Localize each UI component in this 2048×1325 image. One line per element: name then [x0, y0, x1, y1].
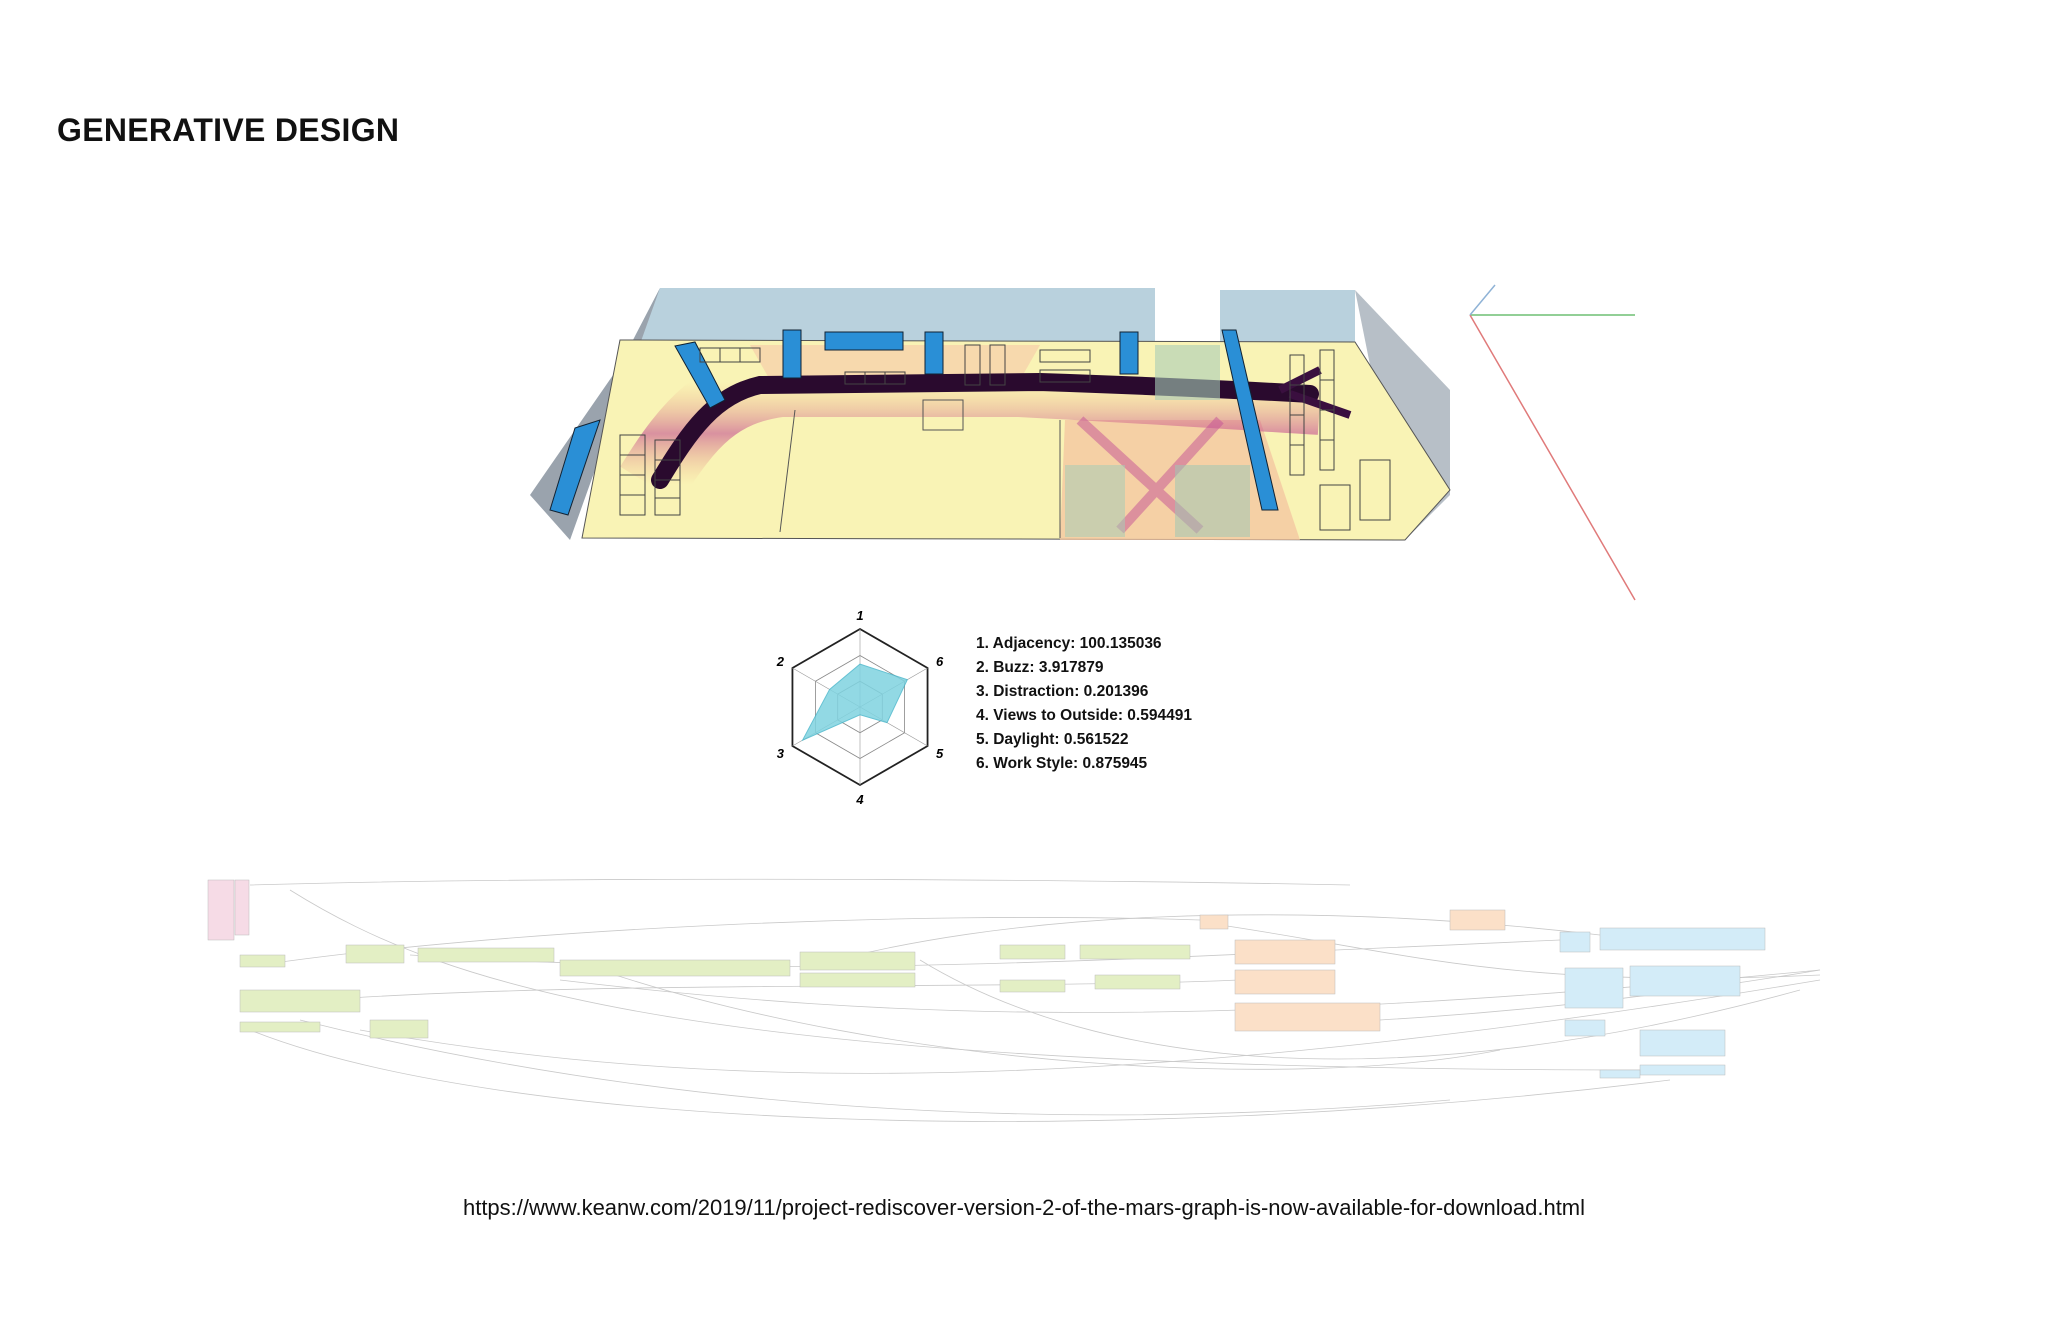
graph-node — [369, 1019, 429, 1039]
graph-wire — [299, 1019, 1451, 1116]
axis-gizmo-blue — [1469, 284, 1496, 316]
graph-node — [799, 972, 916, 988]
graph-node — [999, 979, 1066, 993]
desk-block-1 — [549, 419, 601, 516]
radar-axis-label: 3 — [777, 746, 785, 761]
graph-node — [345, 944, 405, 964]
radar-value-area — [801, 663, 908, 742]
glass-room-2 — [1175, 465, 1250, 537]
graph-wire — [359, 979, 1821, 1074]
graph-wire — [249, 878, 1351, 886]
source-url: https://www.keanw.com/2019/11/project-re… — [462, 1195, 1586, 1220]
graph-node — [1199, 914, 1229, 930]
graph-node — [1234, 1002, 1381, 1032]
metric-buzz: 2. Buzz: 3.917879 — [976, 659, 1104, 676]
axis-gizmo-red — [1469, 314, 1636, 601]
graph-node — [1449, 909, 1506, 931]
graph-node — [1234, 939, 1336, 965]
graph-node — [1639, 1064, 1726, 1076]
graph-node — [1079, 944, 1191, 960]
graph-node — [417, 947, 555, 963]
desk-block-4 — [824, 331, 904, 351]
graph-node — [1564, 1019, 1606, 1037]
metric-daylight: 5. Daylight: 0.561522 — [976, 731, 1129, 748]
graph-node — [234, 879, 250, 936]
radar-axis-labels: 1 6 5 4 3 2 — [776, 608, 944, 807]
radar-axis-label: 5 — [936, 746, 944, 761]
desk-block-6 — [1119, 331, 1139, 375]
graph-node — [239, 1021, 321, 1033]
graph-wire — [289, 889, 1651, 1071]
graph-wire — [919, 959, 1801, 1060]
office-heatmap-floorplan — [530, 284, 1636, 601]
metric-work-style: 6. Work Style: 0.875945 — [976, 755, 1148, 772]
metric-views-to-outside: 4. Views to Outside: 0.594491 — [976, 707, 1192, 724]
graph-wire — [599, 969, 1501, 1070]
graph-node — [999, 944, 1066, 960]
metrics-list: 1. Adjacency: 100.135036 2. Buzz: 3.9178… — [976, 632, 1192, 776]
desk-block-2 — [674, 341, 726, 409]
radar-axis-label: 1 — [856, 608, 863, 623]
graph-node — [1234, 969, 1336, 995]
radar-axis-label: 4 — [855, 792, 864, 807]
back-wall-right — [1220, 290, 1355, 345]
graph-node — [799, 951, 916, 971]
graph-node — [1559, 931, 1591, 953]
partitions — [779, 399, 1061, 538]
metrics-radar-chart: 1 6 5 4 3 2 — [776, 608, 944, 807]
metric-distraction: 3. Distraction: 0.201396 — [976, 683, 1149, 700]
graph-node — [207, 879, 235, 941]
graph-node — [559, 959, 791, 977]
graph-nodes — [207, 879, 1766, 1079]
graph-node — [239, 954, 286, 968]
glass-room-1 — [1155, 345, 1220, 400]
graph-node — [1564, 967, 1624, 1009]
graph-node — [239, 989, 361, 1013]
desk-block-5 — [924, 331, 944, 375]
radar-axis-label: 6 — [936, 654, 944, 669]
slide-title: GENERATIVE DESIGN — [57, 112, 400, 148]
desk-block-7 — [1221, 329, 1279, 511]
glass-room-3 — [1065, 465, 1125, 537]
desk-grids — [619, 344, 1391, 531]
graph-node — [1094, 974, 1181, 990]
graph-node — [1629, 965, 1741, 997]
radar-axis-label: 2 — [776, 654, 785, 669]
graph-node — [1599, 1069, 1641, 1079]
graph-node — [1639, 1029, 1726, 1057]
metric-adjacency: 1. Adjacency: 100.135036 — [976, 635, 1162, 652]
graph-node — [1599, 927, 1766, 951]
desk-block-3 — [782, 329, 802, 379]
graph-wire — [249, 1029, 1671, 1122]
node-graph-diagram — [207, 878, 1821, 1122]
graph-wire — [559, 969, 1821, 1013]
